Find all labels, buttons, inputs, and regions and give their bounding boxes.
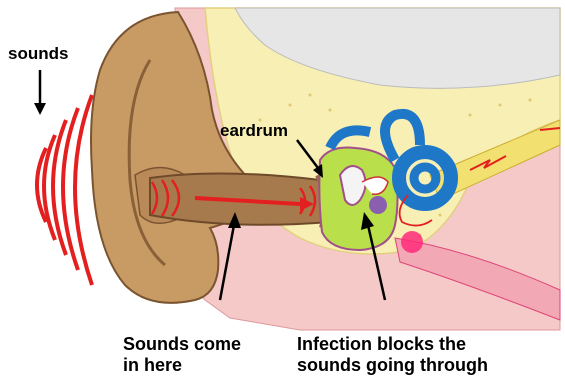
sounds-come-in-here-label: Sounds come in here [123, 334, 241, 375]
sounds-arrowhead [34, 103, 46, 115]
sounds-label: sounds [8, 44, 68, 64]
infection-blocks-label: Infection blocks the sounds going throug… [297, 334, 488, 375]
incoming-sound-waves [37, 95, 92, 285]
infection-line-2: sounds going through [297, 355, 488, 376]
eardrum-label: eardrum [220, 121, 288, 141]
sounds-come-line-1: Sounds come [123, 334, 241, 355]
infection-spot [369, 196, 387, 214]
inflammation-glow [401, 231, 423, 253]
infection-line-1: Infection blocks the [297, 334, 488, 355]
ossicles [340, 166, 366, 205]
sounds-come-line-2: in here [123, 355, 241, 376]
